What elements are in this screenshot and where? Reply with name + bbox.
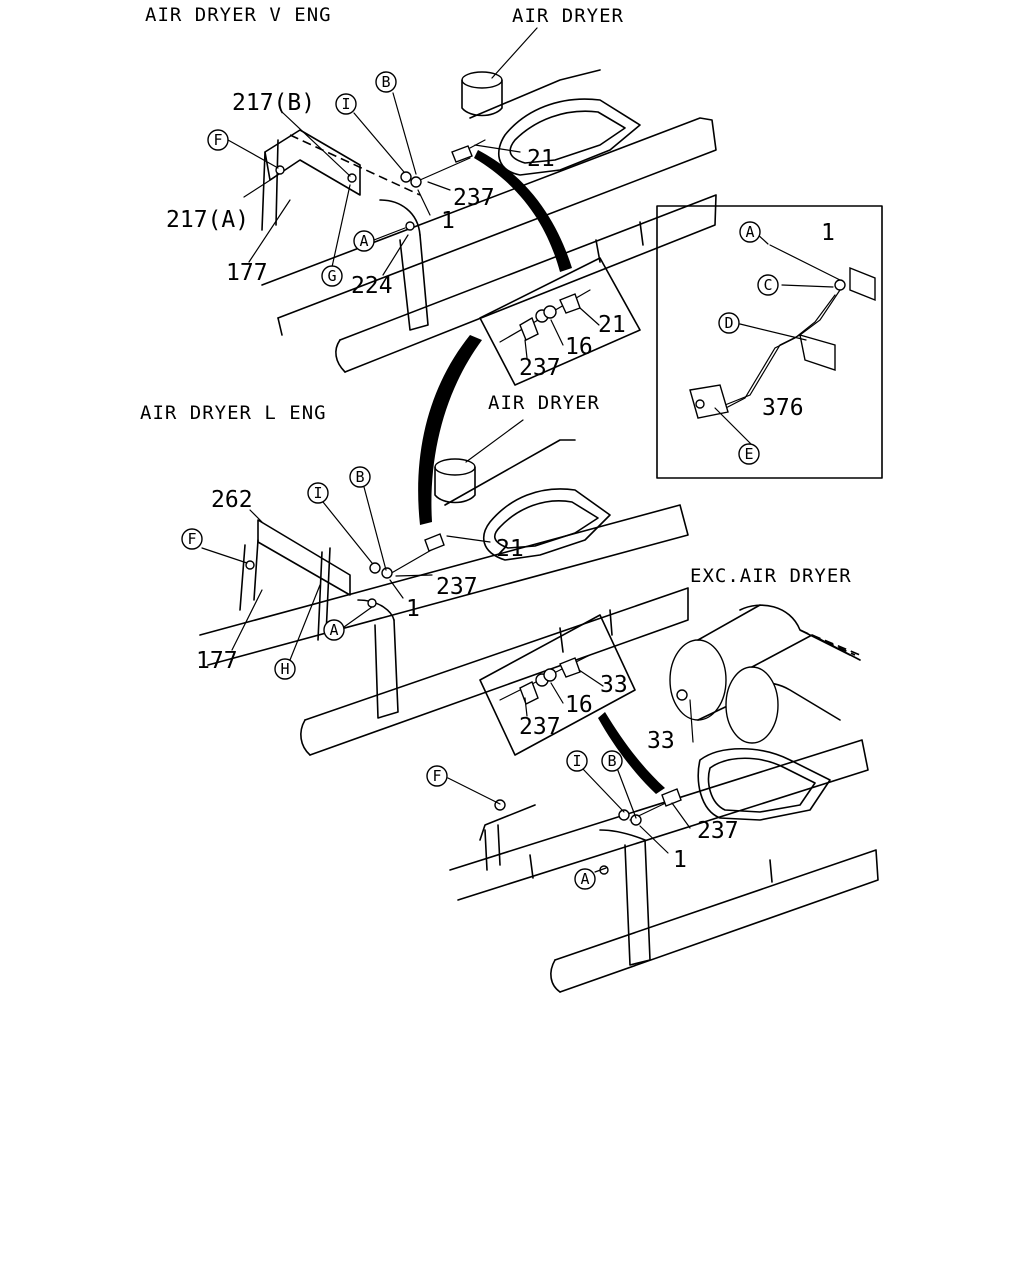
label-33: 33: [600, 672, 628, 698]
connector-band-upper: [474, 150, 572, 272]
frame-assembly-v-eng: [261, 69, 717, 373]
callout-b-v: B: [375, 71, 397, 93]
label-224: 224: [351, 273, 393, 299]
frame-assembly-exc: [449, 604, 879, 993]
svg-text:F: F: [213, 131, 222, 149]
label-237: 237: [519, 355, 561, 381]
callout-d-inset: D: [718, 312, 740, 334]
fitting-detail-lower: [479, 614, 636, 756]
callout-circles: B I F A G A C D E B I F A H F I B A: [181, 71, 779, 890]
frame-assembly-l-eng: [199, 439, 689, 756]
svg-text:B: B: [607, 752, 616, 770]
callout-c-inset: C: [757, 274, 779, 296]
svg-text:B: B: [355, 468, 364, 486]
label-21: 21: [598, 312, 626, 338]
callout-h-l: H: [274, 658, 296, 680]
svg-text:I: I: [341, 95, 350, 113]
label-237: 237: [453, 185, 495, 211]
callout-i-l: I: [307, 482, 329, 504]
callout-b-exc: B: [601, 750, 623, 772]
callout-b-l: B: [349, 466, 371, 488]
inset-detail: [656, 205, 883, 479]
callout-i-v: I: [335, 93, 357, 115]
label-177: 177: [226, 260, 268, 286]
svg-text:E: E: [744, 445, 753, 463]
label-237: 237: [436, 574, 478, 600]
label-217a: 217(A): [166, 207, 249, 233]
connector-band-middle: [418, 335, 482, 525]
svg-text:H: H: [280, 660, 289, 678]
label-21: 21: [527, 146, 555, 172]
label-21: 21: [496, 536, 524, 562]
callout-a-exc: A: [574, 868, 596, 890]
label-16: 16: [565, 334, 593, 360]
fitting-detail-upper: [479, 257, 641, 386]
label-237: 237: [697, 818, 739, 844]
title-air-dryer-l-eng: AIR DRYER L ENG: [140, 402, 327, 424]
label-1: 1: [673, 847, 687, 873]
svg-text:G: G: [327, 267, 336, 285]
label-33: 33: [647, 728, 675, 754]
label-1: 1: [441, 208, 455, 234]
callout-a-inset: A: [739, 221, 761, 243]
svg-text:B: B: [381, 73, 390, 91]
title-air-dryer-v-eng: AIR DRYER V ENG: [145, 4, 332, 26]
label-217b: 217(B): [232, 90, 315, 116]
callout-e-inset: E: [738, 443, 760, 465]
svg-text:I: I: [572, 752, 581, 770]
svg-text:C: C: [763, 276, 772, 294]
svg-text:I: I: [313, 484, 322, 502]
title-air-dryer-middle: AIR DRYER: [488, 392, 600, 414]
svg-text:A: A: [745, 223, 754, 241]
callout-f-v: F: [207, 129, 229, 151]
svg-text:A: A: [329, 621, 338, 639]
callout-i-exc: I: [566, 750, 588, 772]
callout-a-l: A: [323, 619, 345, 641]
callout-f-l: F: [181, 528, 203, 550]
part-labels: 217(B) 21 237 217(A) 1 177 224 21 16 237…: [166, 90, 835, 873]
callout-g-v: G: [321, 265, 343, 287]
callout-a-v: A: [353, 230, 375, 252]
label-16: 16: [565, 692, 593, 718]
title-air-dryer-top: AIR DRYER: [512, 5, 624, 27]
svg-text:F: F: [187, 530, 196, 548]
leader-lines: [201, 27, 694, 873]
label-262: 262: [211, 487, 253, 513]
label-1: 1: [406, 596, 420, 622]
label-376: 376: [762, 395, 804, 421]
svg-text:F: F: [432, 767, 441, 785]
connector-band-lower: [598, 712, 665, 794]
label-1: 1: [821, 220, 835, 246]
svg-text:D: D: [724, 314, 733, 332]
label-237: 237: [519, 714, 561, 740]
title-exc-air-dryer: EXC.AIR DRYER: [690, 565, 852, 587]
svg-text:A: A: [359, 232, 368, 250]
callout-f-exc: F: [426, 765, 448, 787]
label-177: 177: [196, 648, 238, 674]
svg-text:A: A: [580, 870, 589, 888]
